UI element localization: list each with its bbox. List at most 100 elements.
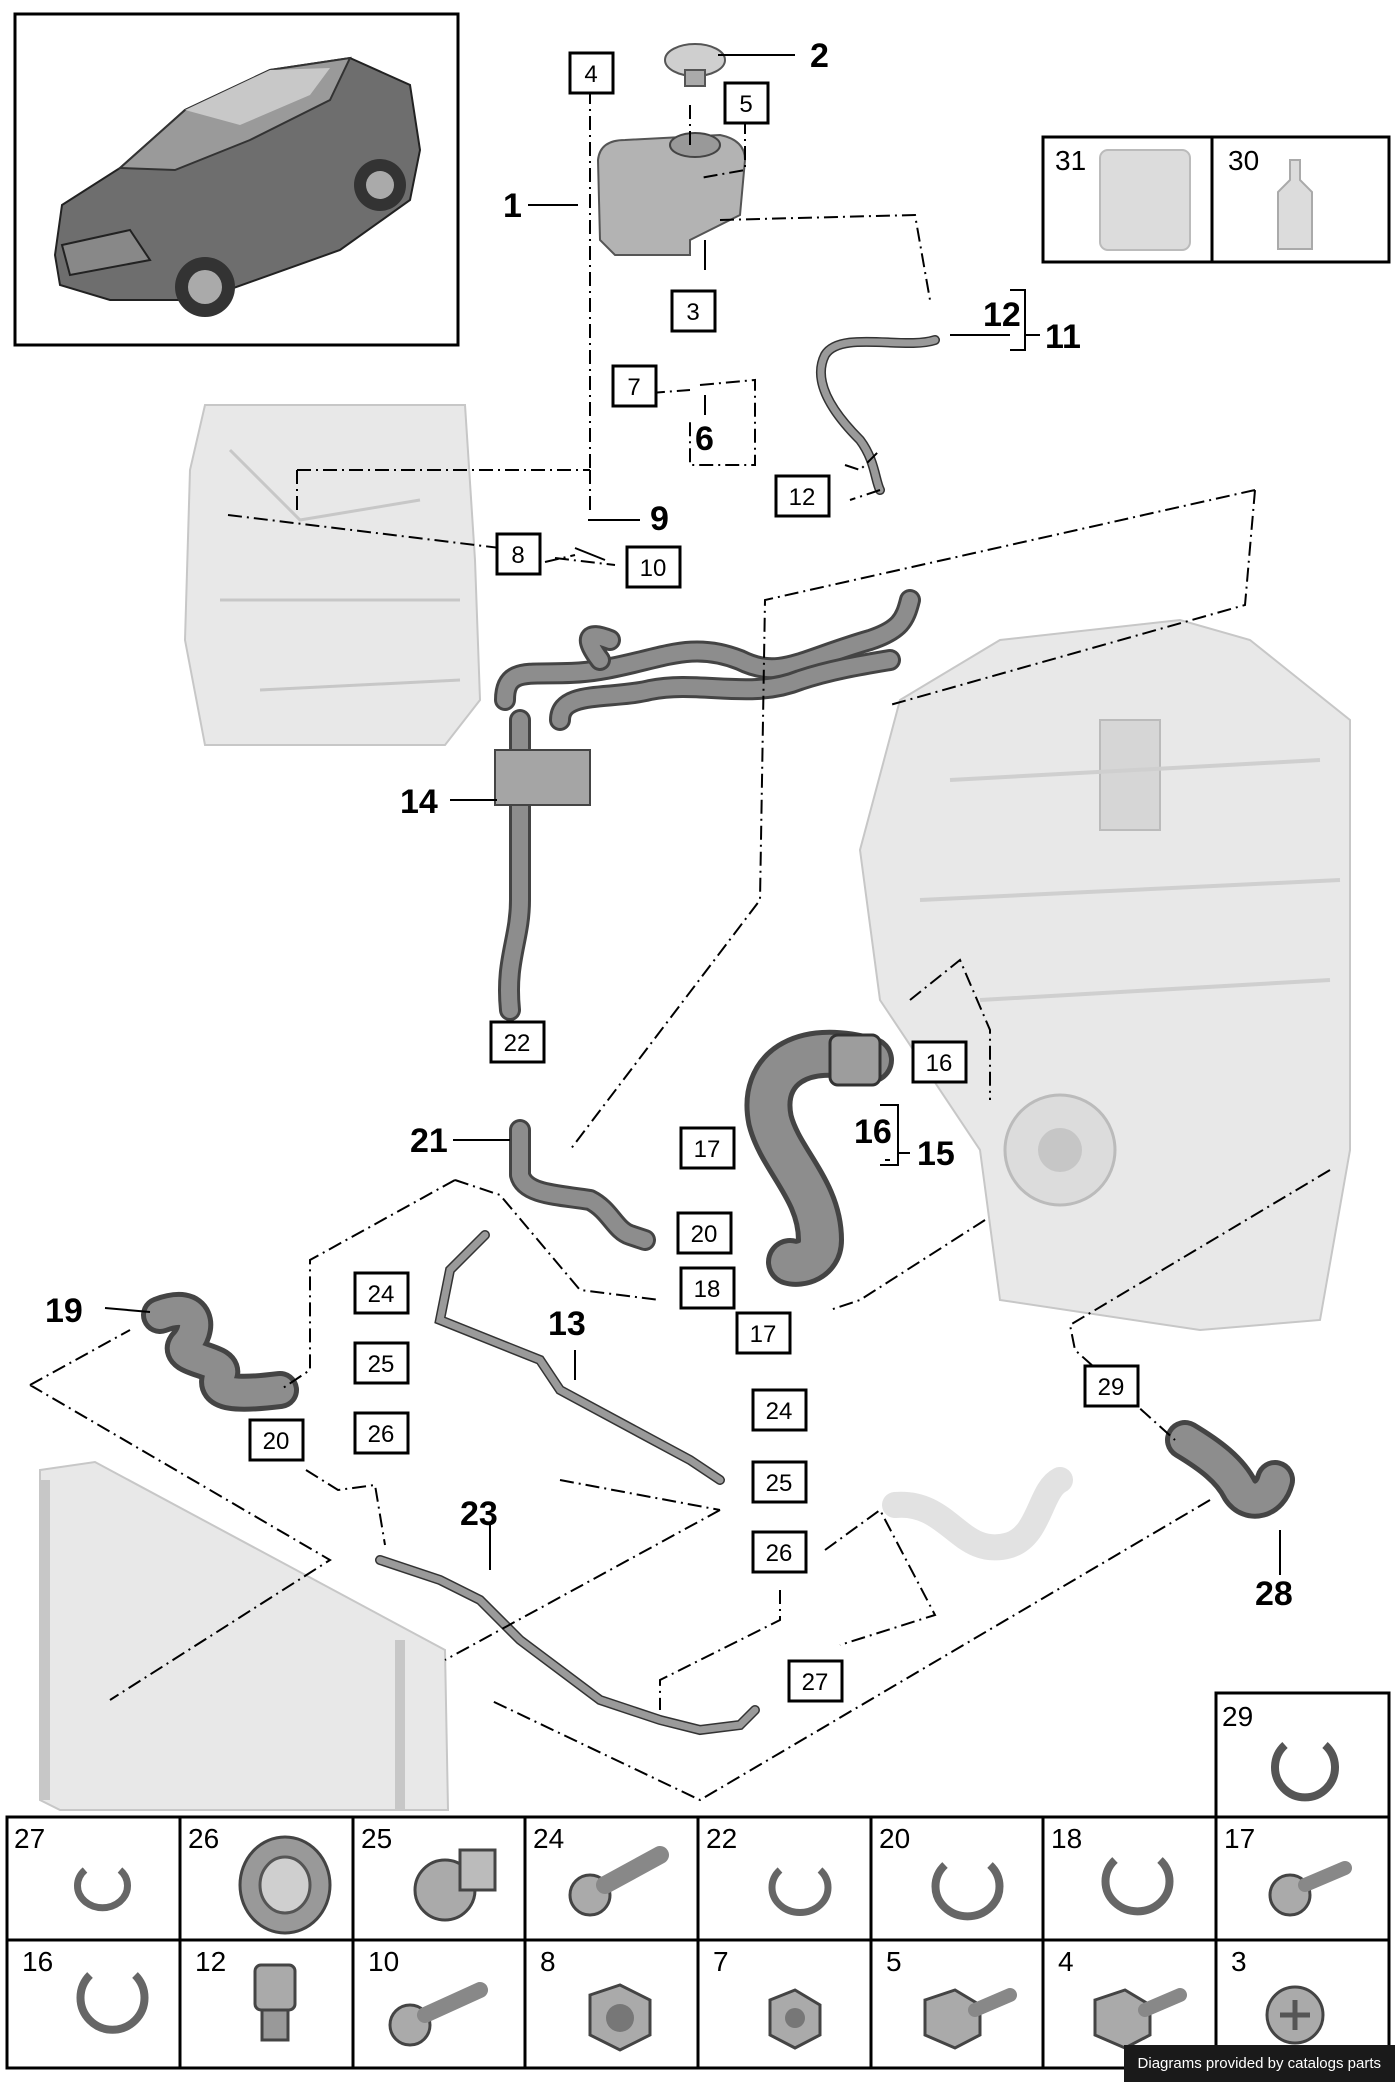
svg-text:7: 7	[627, 374, 640, 401]
hose-clamp-icon	[931, 1862, 1004, 1921]
box-10: 10	[625, 545, 682, 589]
footer-credit: Diagrams provided by catalogs parts	[1123, 2045, 1395, 2082]
coolant-hose-15	[744, 1029, 894, 1287]
legend-label-r1c3: 25	[361, 1823, 392, 1854]
hose-clamp-icon	[74, 1867, 131, 1912]
hose-clamp-icon	[1271, 1742, 1339, 1802]
coolant-pipe-assembly-14	[494, 589, 921, 1021]
bolt-icon	[1093, 1988, 1187, 2050]
hose-clamp-icon	[1101, 1857, 1174, 1916]
radiator-ghost	[39, 1460, 450, 1811]
callout-13: 13	[548, 1305, 586, 1343]
hex-nut-icon	[588, 1983, 652, 2052]
legend-label-r2c3: 10	[368, 1946, 399, 1977]
svg-text:20: 20	[691, 1221, 718, 1248]
engine-ghost	[858, 618, 1351, 1332]
vehicle-thumbnail	[13, 12, 460, 347]
callout-23: 23	[460, 1495, 498, 1533]
svg-text:12: 12	[789, 484, 816, 511]
box-29: 29	[1083, 1364, 1140, 1408]
reference-lines	[29, 90, 1331, 1802]
box-8: 8	[495, 532, 542, 576]
parts-legend-grid: 29 27 26 25 24 22 20 18 17	[5, 1691, 1391, 2070]
box-25a: 25	[353, 1341, 410, 1385]
callout-numbers: 1 2 6 9 12 11 14 16 15 19 21 13 23 28	[45, 37, 1293, 1613]
box-24b: 24	[751, 1388, 808, 1432]
box-18: 18	[679, 1266, 736, 1310]
legend-label-r1c6: 20	[879, 1823, 910, 1854]
box-20a: 20	[676, 1211, 733, 1255]
legend-label-r1c2: 26	[188, 1823, 219, 1854]
grommet-icon	[238, 1835, 332, 1935]
box-7: 7	[611, 364, 658, 408]
screw-icon	[1268, 1861, 1352, 1917]
svg-text:4: 4	[584, 61, 597, 88]
legend-label-r1c4: 24	[533, 1823, 564, 1854]
callout-16: 16	[854, 1113, 892, 1151]
svg-text:29: 29	[1098, 1374, 1125, 1401]
callout-2: 2	[810, 37, 829, 75]
box-26b: 26	[751, 1530, 808, 1574]
box-25b: 25	[751, 1460, 808, 1504]
coolant-hose-28	[1165, 1420, 1295, 1519]
flange-nut-icon	[413, 1848, 497, 1922]
box-16: 16	[911, 1040, 968, 1084]
svg-text:5: 5	[739, 91, 752, 118]
coolant-bottle-icon	[1277, 159, 1313, 250]
box-26a: 26	[353, 1411, 410, 1455]
svg-text:8: 8	[511, 542, 524, 569]
legend-label-r1c1: 27	[14, 1823, 45, 1854]
bolt-icon	[568, 1846, 669, 1917]
legend-label-r1c5: 22	[706, 1823, 737, 1854]
box-12: 12	[774, 474, 831, 518]
svg-text:18: 18	[694, 1276, 721, 1303]
callout-6: 6	[695, 420, 714, 458]
svg-text:22: 22	[504, 1030, 531, 1057]
legend-label-r2c8: 3	[1231, 1946, 1247, 1977]
fluid-30-label: 30	[1228, 145, 1259, 176]
callout-15: 15	[917, 1135, 955, 1173]
svg-text:26: 26	[368, 1421, 395, 1448]
svg-text:17: 17	[694, 1136, 721, 1163]
callout-19: 19	[45, 1292, 83, 1330]
svg-text:24: 24	[766, 1398, 793, 1425]
light-hose-ghost	[882, 1467, 1073, 1561]
callout-1: 1	[503, 187, 522, 225]
quick-connector-icon	[253, 1963, 297, 2042]
drain-plug-icon	[1265, 1985, 1325, 2045]
legend-label-r1c8: 17	[1224, 1823, 1255, 1854]
box-27: 27	[787, 1659, 844, 1703]
coolant-pipe-23	[375, 1555, 760, 1736]
sensor-line-13	[434, 1230, 725, 1485]
coolant-canister-icon	[1099, 149, 1191, 251]
box-24a: 24	[353, 1271, 410, 1315]
legend-label-r1c7: 18	[1051, 1823, 1082, 1854]
box-3: 3	[670, 289, 717, 333]
svg-text:25: 25	[766, 1470, 793, 1497]
svg-text:27: 27	[802, 1669, 829, 1696]
box-5: 5	[723, 81, 770, 125]
callout-11: 11	[1045, 318, 1081, 356]
legend-label-r2c4: 8	[540, 1946, 556, 1977]
legend-label-29: 29	[1222, 1701, 1253, 1732]
svg-text:16: 16	[926, 1050, 953, 1077]
box-22: 22	[489, 1020, 546, 1064]
expansion-tank	[596, 132, 747, 256]
bolt-icon	[923, 1988, 1017, 2050]
svg-text:24: 24	[368, 1281, 395, 1308]
legend-label-r2c6: 5	[886, 1946, 902, 1977]
hose-clamp-icon	[76, 1972, 149, 2034]
fluid-31-label: 31	[1055, 145, 1086, 176]
hose-clamp-icon	[768, 1867, 832, 1916]
svg-text:20: 20	[263, 1428, 290, 1455]
coolant-pipe-21	[509, 1119, 656, 1251]
box-17b: 17	[735, 1311, 792, 1355]
box-20b: 20	[248, 1418, 305, 1462]
fluids-box: 31 30	[1041, 135, 1391, 264]
callout-12: 12	[983, 296, 1021, 334]
svg-text:26: 26	[766, 1540, 793, 1567]
hex-nut-icon	[768, 1988, 822, 2050]
callout-9: 9	[650, 500, 669, 538]
callout-21: 21	[410, 1122, 448, 1160]
